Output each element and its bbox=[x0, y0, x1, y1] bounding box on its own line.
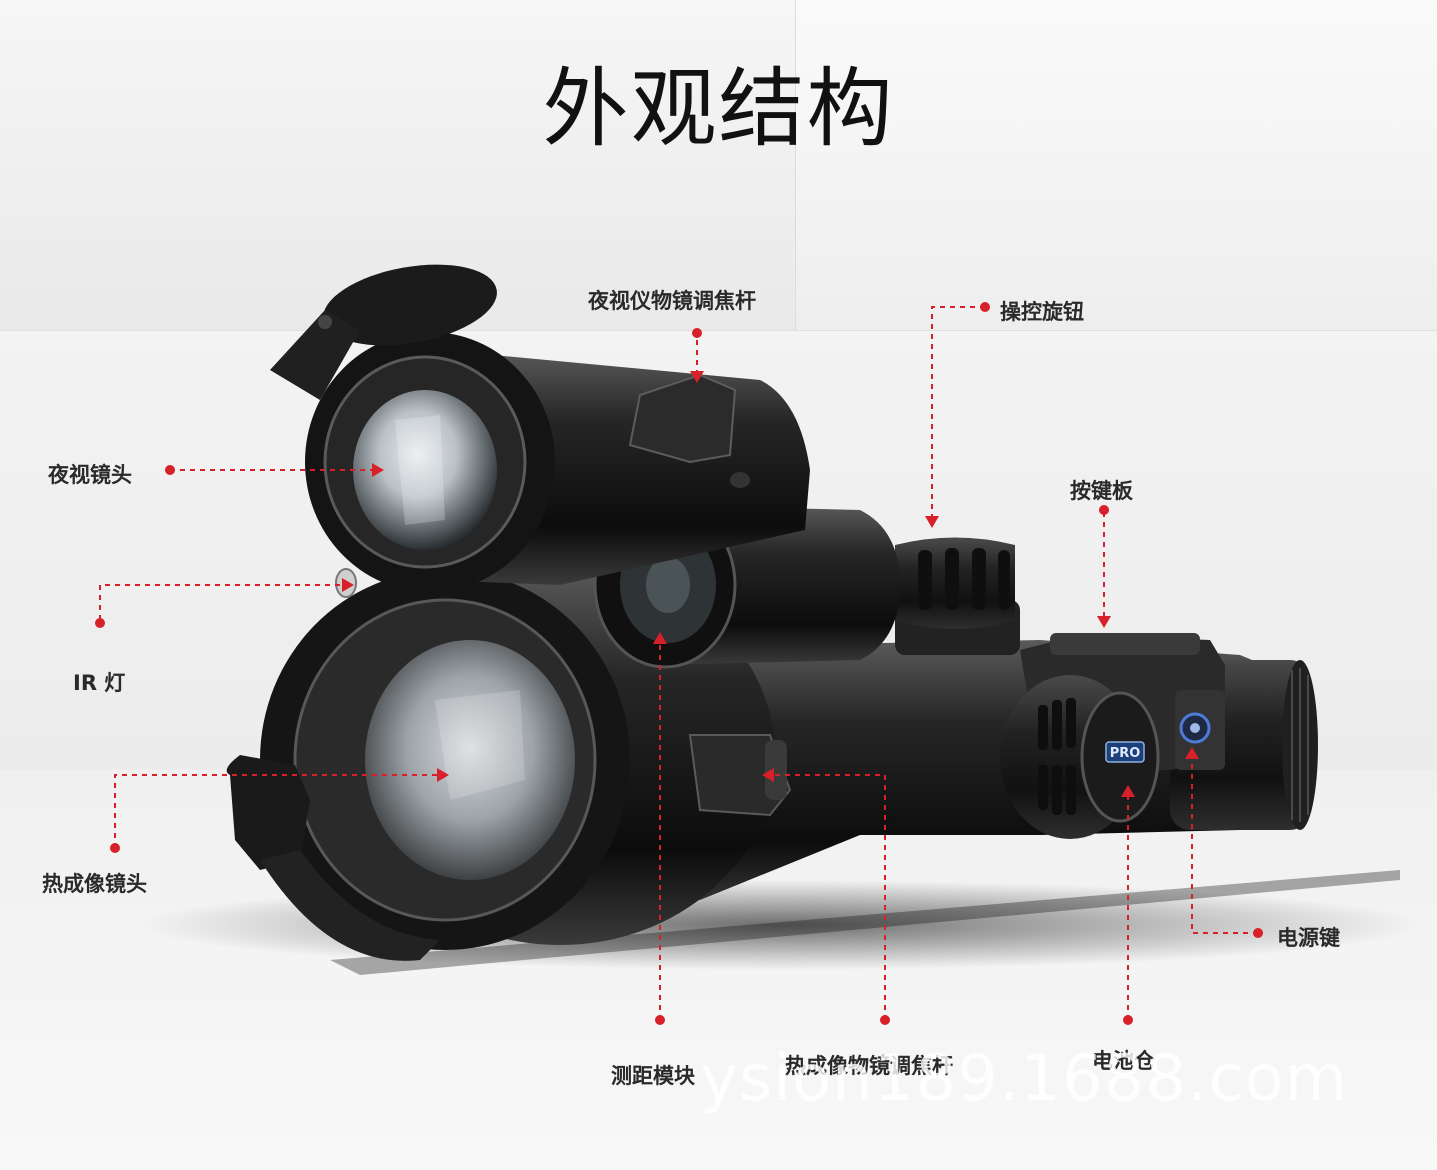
nv-cap-hinge bbox=[270, 310, 360, 400]
label-nv-lens: 夜视镜头 bbox=[48, 463, 132, 487]
thermal-lens-glass bbox=[365, 640, 575, 880]
ground-shadow-streak bbox=[330, 870, 1400, 975]
label-control-knob: 操控旋钮 bbox=[1000, 300, 1084, 324]
label-nv-focus-rod: 夜视仪物镜调焦杆 bbox=[588, 289, 756, 313]
thermal-lens-cap bbox=[226, 755, 310, 870]
label-keypad: 按键板 bbox=[1070, 479, 1133, 503]
bg-divider-vertical bbox=[795, 0, 796, 330]
nv-cap-screw bbox=[318, 315, 332, 329]
label-battery-box: 电池仓 bbox=[1092, 1049, 1155, 1073]
callout-lines bbox=[99, 306, 1258, 1020]
nv-lens-highlight bbox=[395, 415, 445, 525]
bg-divider-horizontal bbox=[0, 330, 1437, 331]
eyepiece-knurl bbox=[1291, 668, 1309, 822]
pro-badge bbox=[1105, 741, 1145, 763]
battery-cap-grip bbox=[1038, 698, 1076, 815]
bg-panel-top-right bbox=[795, 0, 1437, 330]
control-knob-grip bbox=[918, 548, 1010, 610]
watermark: ysion189.1688.com bbox=[700, 1042, 1349, 1116]
thermal-lens-highlight bbox=[435, 690, 525, 800]
callout-dots bbox=[95, 302, 1263, 1025]
callout-arrows bbox=[342, 371, 1199, 797]
thermal-focus-knob bbox=[765, 740, 787, 800]
label-thermal-lens: 热成像镜头 bbox=[42, 872, 147, 896]
label-power-key: 电源键 bbox=[1277, 926, 1340, 950]
keypad-top bbox=[1050, 633, 1200, 655]
rangefinder-inner bbox=[646, 557, 690, 613]
nv-lens-glass bbox=[353, 390, 497, 550]
label-ir-light: IR 灯 bbox=[73, 671, 126, 695]
page-title: 外观结构 bbox=[542, 59, 895, 159]
nv-lens-cap bbox=[323, 264, 497, 346]
label-thermal-focus-rod: 热成像物镜调焦杆 bbox=[785, 1054, 953, 1078]
label-rangefinder: 测距模块 bbox=[611, 1064, 695, 1088]
thermal-cap-flap bbox=[260, 850, 440, 961]
nv-lever-screw bbox=[730, 472, 750, 488]
power-button-center bbox=[1190, 723, 1200, 733]
pro-badge-text: PRO bbox=[1110, 746, 1141, 761]
